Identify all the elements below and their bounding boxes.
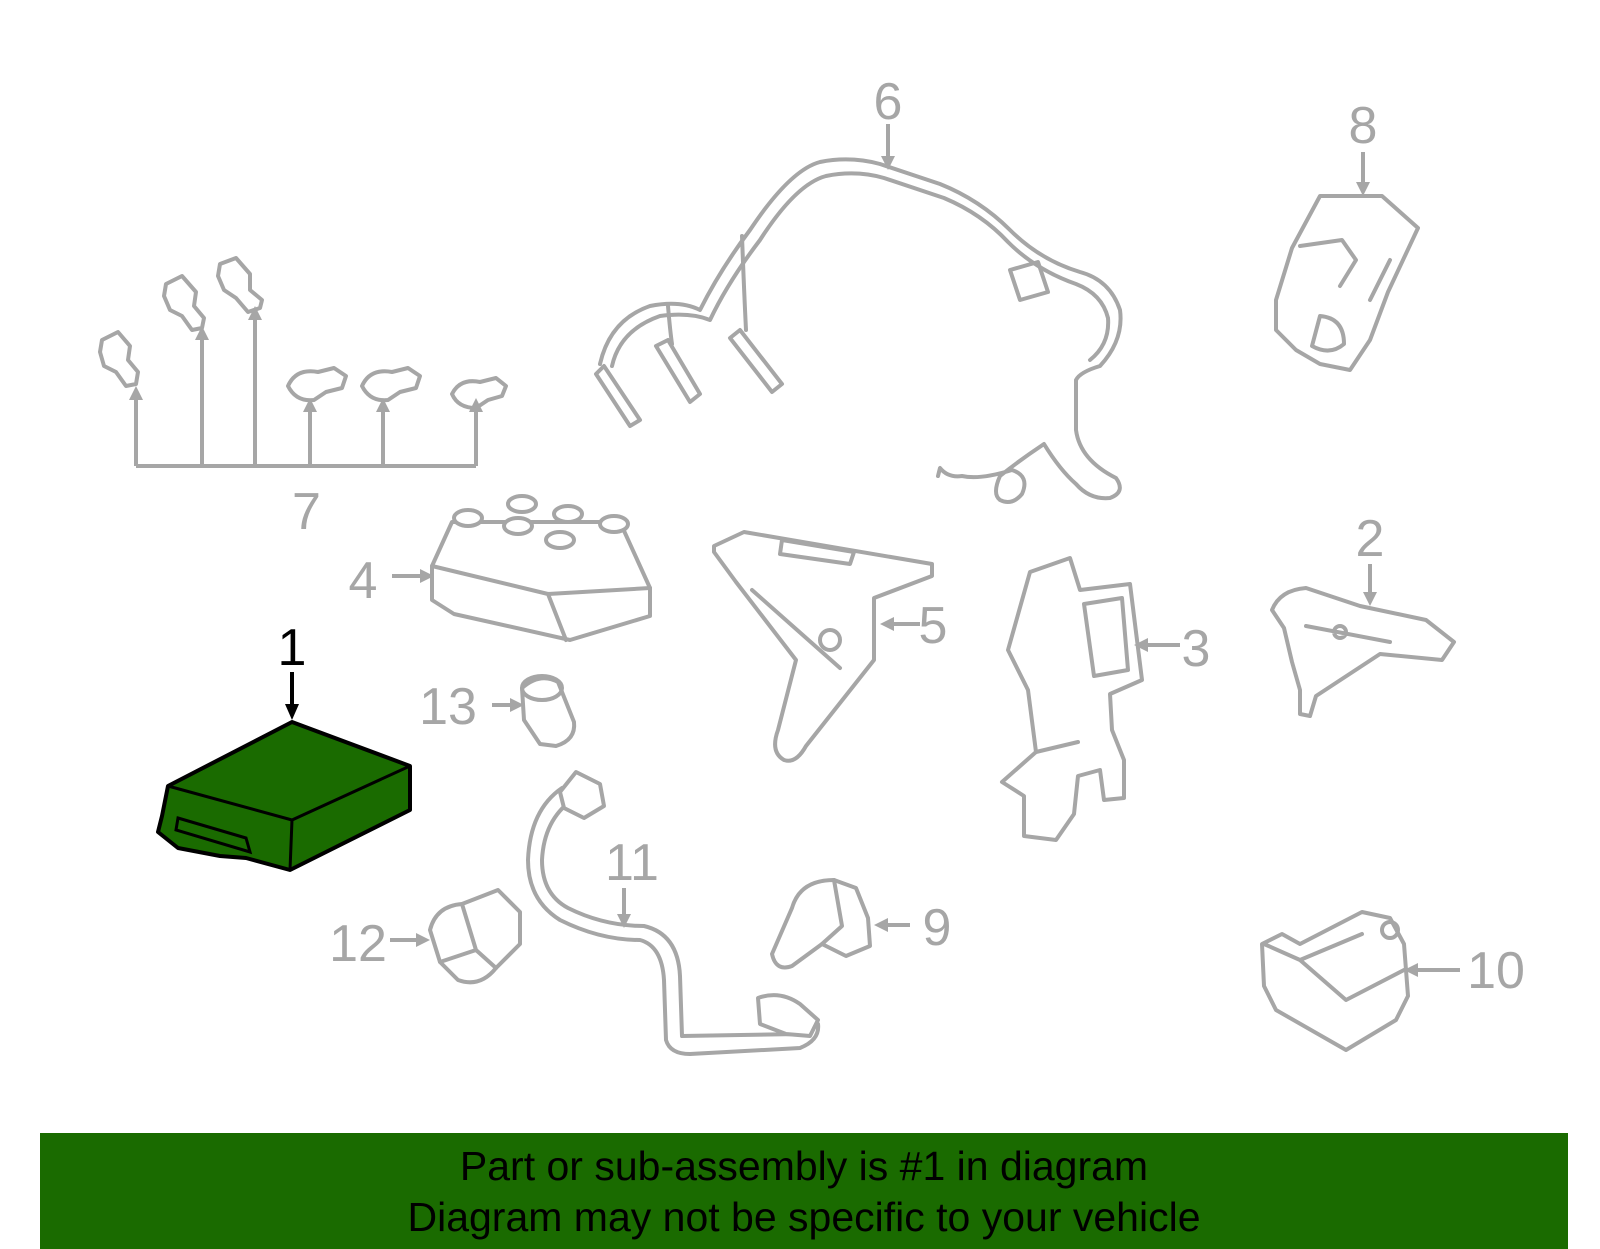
part-6-wiring-harness[interactable]: [594, 157, 1123, 504]
part-3-bracket[interactable]: [1000, 556, 1144, 842]
part-11-sensor-harness[interactable]: [526, 770, 821, 1056]
part-9-sensor[interactable]: [770, 878, 872, 970]
callout-7: 7: [292, 483, 321, 541]
part-7-injectors[interactable]: [98, 256, 508, 468]
part-8[interactable]: [1274, 194, 1420, 372]
callout-6: 6: [874, 73, 903, 131]
part-5-bracket[interactable]: [712, 530, 934, 763]
part-1-engine-control-module[interactable]: [156, 720, 412, 872]
callout-11: 11: [605, 834, 659, 892]
callout-4: 4: [349, 552, 378, 610]
banner-line-1: Part or sub-assembly is #1 in diagram: [459, 1143, 1149, 1189]
part-2-bracket[interactable]: [1270, 586, 1456, 718]
callout-5: 5: [919, 597, 948, 655]
part-10-sensor[interactable]: [1260, 910, 1410, 1052]
callout-13: 13: [419, 678, 477, 736]
part-4-ignition-coil[interactable]: [430, 494, 652, 642]
part-12-sensor[interactable]: [428, 888, 522, 985]
callout-12: 12: [329, 915, 387, 973]
banner-line-2: Diagram may not be specific to your vehi…: [407, 1194, 1201, 1240]
callout-2: 2: [1356, 510, 1385, 568]
callout-8: 8: [1349, 97, 1378, 155]
callout-3: 3: [1182, 620, 1211, 678]
callout-10: 10: [1467, 942, 1525, 1000]
callout-9: 9: [923, 899, 952, 957]
callout-1: 1: [278, 619, 307, 677]
part-13-sensor[interactable]: [520, 674, 577, 748]
info-banner: Part or sub-assembly is #1 in diagram Di…: [40, 1133, 1568, 1249]
